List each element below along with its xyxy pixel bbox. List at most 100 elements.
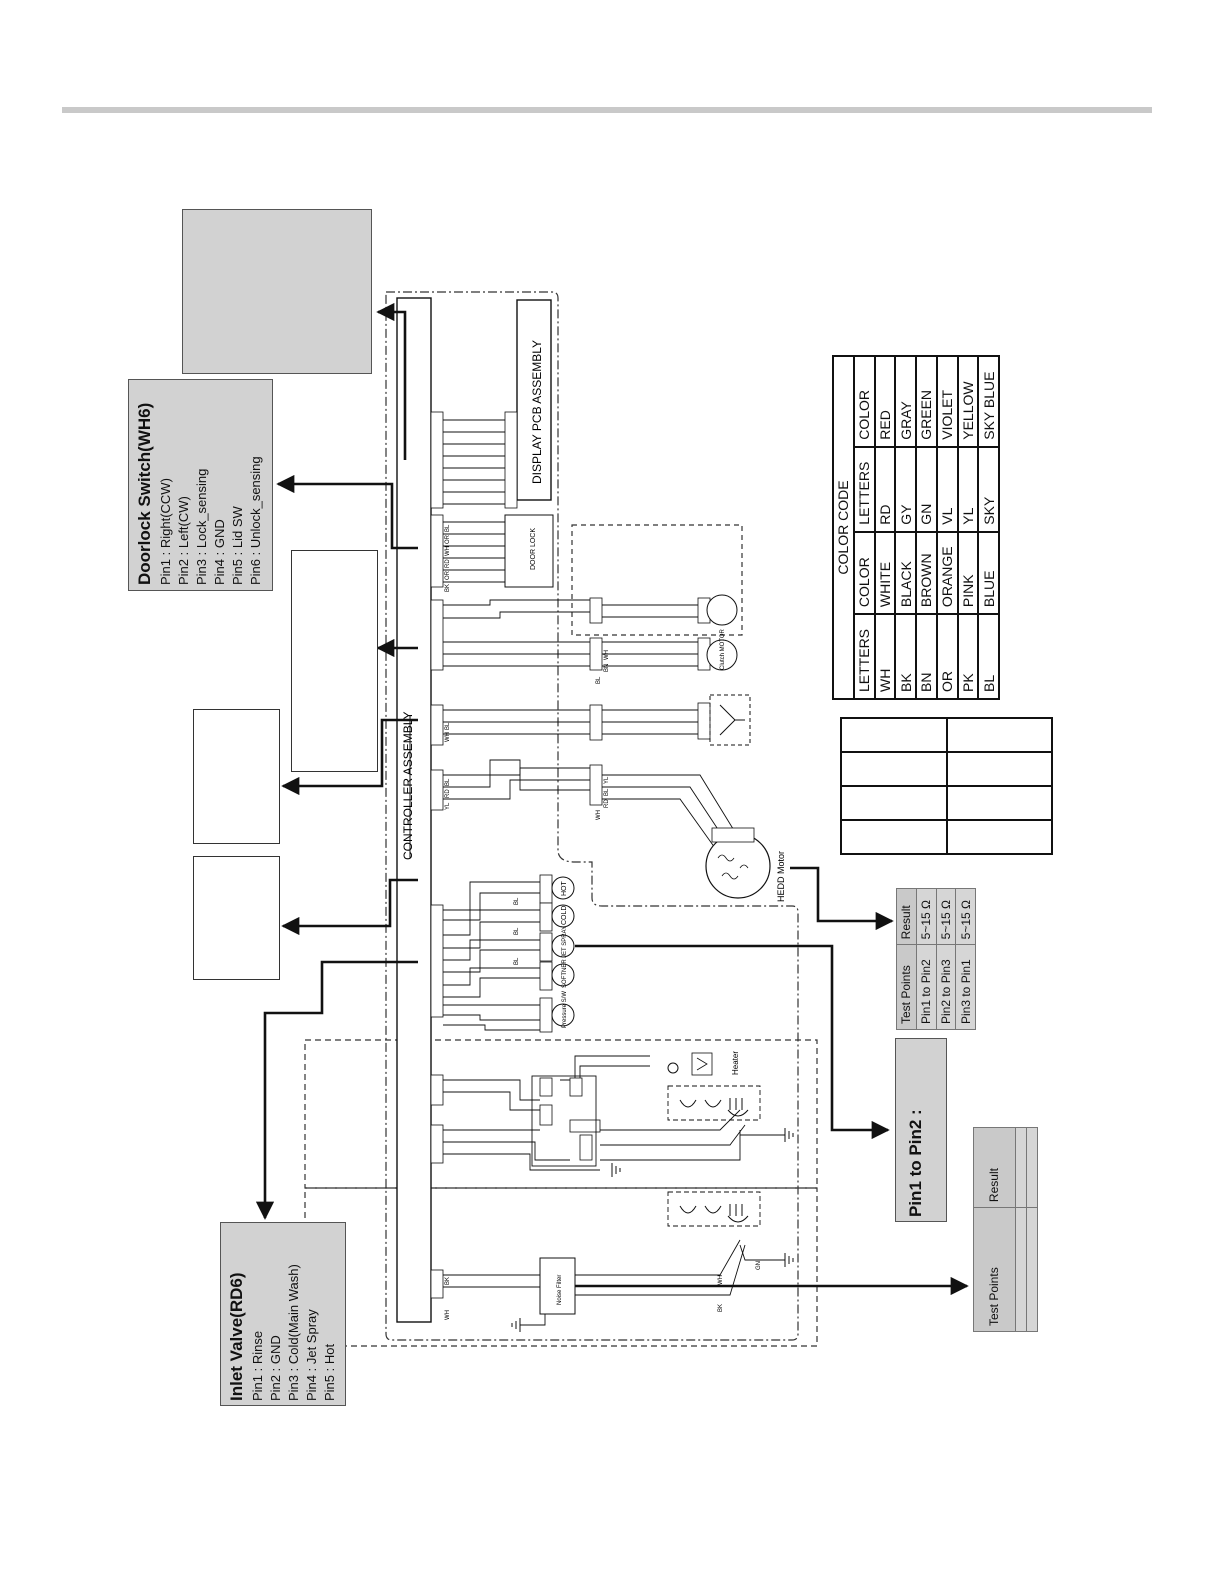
clutch-motor xyxy=(706,639,738,671)
hedd-motor xyxy=(705,833,771,899)
heater-relay-box xyxy=(531,1075,597,1167)
color-code-title: COLOR CODE xyxy=(833,356,854,699)
svg-text:RD: RD xyxy=(445,789,451,798)
door-lock-block xyxy=(504,514,554,588)
doorlock-pin-1: Pin1 : Right(CCW) xyxy=(158,478,173,585)
doorlock-pin-6: Pin6 : Unlock_sensing xyxy=(248,456,263,585)
top-rule xyxy=(62,107,1152,113)
arrow-doorlock xyxy=(276,474,418,550)
heater-plug-box xyxy=(667,1085,761,1121)
svg-text:WH: WH xyxy=(445,732,451,742)
doorlock-pin-4: Pin4 : GND xyxy=(212,519,227,585)
arrow-motor-sensor xyxy=(281,718,418,796)
controller-bar xyxy=(396,297,432,1323)
inlet-valve-pin-4: Pin4 : Jet Spray xyxy=(304,1309,319,1401)
svg-text:YL: YL xyxy=(445,802,451,810)
table-row xyxy=(1015,1127,1027,1332)
svg-text:BL: BL xyxy=(514,927,520,935)
table-row xyxy=(1026,1127,1038,1332)
display-pcb-label: DISPLAY PCB ASSEMBLY xyxy=(530,340,544,484)
svg-text:RD: RD xyxy=(445,559,451,568)
svg-text:Pressure S/W: Pressure S/W xyxy=(562,991,568,1028)
arrow-display xyxy=(376,302,407,460)
svg-text:WH: WH xyxy=(718,1275,724,1285)
svg-text:GN: GN xyxy=(756,1261,762,1270)
svg-text:OR: OR xyxy=(445,570,451,580)
inlet-valve-pin-5: Pin5 : Hot xyxy=(322,1343,337,1401)
color-code-table: COLOR CODE LETTERS COLOR LETTERS COLOR W… xyxy=(832,355,1000,700)
doorlock-info-box: Doorlock Switch(WH6) Pin1 : Right(CCW) P… xyxy=(128,379,273,591)
svg-text:WH: WH xyxy=(604,650,610,660)
inlet-valve-pin-2: Pin2 : GND xyxy=(268,1335,283,1401)
svg-text:HOT: HOT xyxy=(561,881,568,897)
controller-label: CONTROLLER ASSEMBLY xyxy=(401,712,415,861)
svg-text:BK: BK xyxy=(445,584,451,592)
svg-text:Clutch MOTOR: Clutch MOTOR xyxy=(720,628,726,670)
svg-text:Noise Filter: Noise Filter xyxy=(557,1275,563,1305)
svg-text:HEDD Motor: HEDD Motor xyxy=(776,851,786,902)
inlet-valve-info-box: Inlet Valve(RD6) Pin1 : Rinse Pin2 : GND… xyxy=(220,1222,346,1406)
doorlock-title: Doorlock Switch(WH6) xyxy=(135,402,154,585)
arrow-motor-test xyxy=(790,866,894,931)
arrow-inlet-valve xyxy=(255,960,418,1220)
sensor-dashed-frame xyxy=(571,524,743,636)
doorlock-pin-3: Pin3 : Lock_sensing xyxy=(194,468,209,585)
svg-text:WH: WH xyxy=(596,810,602,820)
valve-test-label: Pin1 to Pin2 : xyxy=(906,1109,925,1217)
display-pcb xyxy=(516,299,552,501)
svg-text:SOFTNER: SOFTNER xyxy=(562,959,568,988)
rotor-sensor xyxy=(709,694,751,746)
svg-text:BK: BK xyxy=(445,1277,451,1285)
svg-text:BK: BK xyxy=(718,1304,724,1312)
color-code-panel: COLOR CODE LETTERS COLOR LETTERS COLOR W… xyxy=(832,355,1000,700)
inlet-valve-title: Inlet Valve(RD6) xyxy=(227,1272,246,1402)
svg-text:COLD: COLD xyxy=(561,906,568,925)
inlet-valve-pin-3: Pin3 : Cold(Main Wash) xyxy=(286,1264,301,1401)
svg-text:BL: BL xyxy=(596,676,602,684)
controller-frame xyxy=(385,291,799,1341)
svg-text:WH: WH xyxy=(445,1310,451,1320)
svg-text:YL: YL xyxy=(604,776,610,784)
doorlock-pin-2: Pin2 : Left(CW) xyxy=(176,496,191,585)
svg-text:BL: BL xyxy=(514,897,520,905)
temp-info-box xyxy=(193,856,280,980)
svg-text:BL: BL xyxy=(445,722,451,730)
svg-text:BL: BL xyxy=(445,524,451,532)
sensor-info-box xyxy=(291,550,378,772)
display-info-box xyxy=(182,209,372,374)
sensor-circle xyxy=(706,594,738,626)
motor-sensor-info-box xyxy=(193,709,280,844)
svg-text:BN: BN xyxy=(604,664,610,672)
noise-filter xyxy=(539,1257,576,1315)
svg-text:Heater: Heater xyxy=(731,1051,740,1075)
svg-text:BL: BL xyxy=(445,778,451,786)
valve-test-box: Pin1 to Pin2 : xyxy=(895,1038,947,1222)
svg-text:OR: OR xyxy=(445,534,451,544)
svg-text:JET SPRAY: JET SPRAY xyxy=(562,926,568,958)
svg-text:WH: WH xyxy=(445,546,451,556)
blank-test-grid xyxy=(840,717,1053,855)
svg-text:BL: BL xyxy=(514,957,520,965)
arrow-valve-test xyxy=(575,944,890,1140)
svg-text:DOOR LOCK: DOOR LOCK xyxy=(530,528,537,570)
power-plug-box xyxy=(667,1191,761,1227)
inlet-valve-pin-1: Pin1 : Rinse xyxy=(250,1330,265,1401)
doorlock-pin-5: Pin5 : Lid SW xyxy=(230,506,245,585)
svg-text:RD: RD xyxy=(604,799,610,808)
svg-text:BL: BL xyxy=(604,788,610,796)
arrow-temp xyxy=(281,878,418,936)
